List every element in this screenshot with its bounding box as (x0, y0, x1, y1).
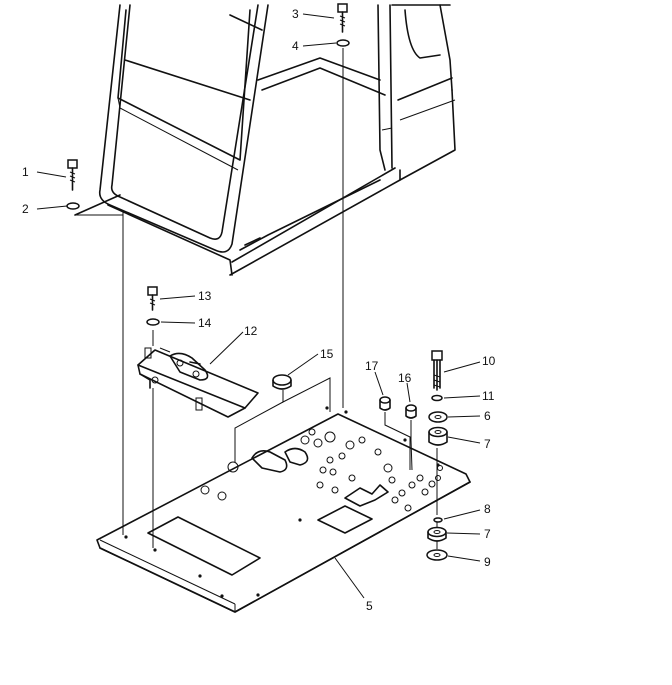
cab-frame (74, 4, 456, 276)
callout-11: 11 (482, 389, 495, 403)
washer-6 (428, 411, 448, 423)
callout-14: 14 (198, 316, 212, 330)
grommet-16 (405, 404, 417, 419)
callout-3: 3 (292, 7, 299, 21)
leader-lines (36, 13, 481, 599)
floor-plate (96, 406, 471, 613)
washer-11 (431, 394, 443, 402)
bolt-1 (67, 159, 78, 191)
plug (272, 374, 292, 390)
callout-17: 17 (365, 359, 379, 373)
callout-16: 16 (398, 371, 412, 385)
washer-8 (433, 517, 443, 523)
callout-10: 10 (482, 354, 496, 368)
callout-7-upper: 7 (484, 437, 491, 451)
bolt-13 (147, 286, 158, 311)
callout-13: 13 (198, 289, 212, 303)
bolt-3 (337, 3, 348, 33)
callout-1: 1 (22, 165, 29, 179)
callout-5: 5 (366, 599, 373, 613)
mount-7-lower (427, 526, 447, 542)
callout-2: 2 (22, 202, 29, 216)
panel-bracket (137, 347, 259, 418)
washer-9 (426, 549, 448, 561)
callout-7-lower: 7 (484, 527, 491, 541)
callout-4: 4 (292, 39, 299, 53)
washer-2 (66, 202, 80, 210)
bolt-10 (431, 350, 443, 391)
washer-14 (146, 318, 160, 326)
callout-15: 15 (320, 347, 334, 361)
alignment-lines (75, 48, 438, 549)
grommet-17 (379, 396, 391, 411)
callout-8: 8 (484, 502, 491, 516)
callout-9: 9 (484, 555, 491, 569)
callout-labels: 1 2 3 4 5 6 7 7 8 9 10 11 12 13 14 15 16… (22, 7, 496, 613)
mount-7-upper (428, 426, 448, 446)
callout-6: 6 (484, 409, 491, 423)
washer-4 (336, 39, 350, 47)
callout-12: 12 (244, 324, 258, 338)
